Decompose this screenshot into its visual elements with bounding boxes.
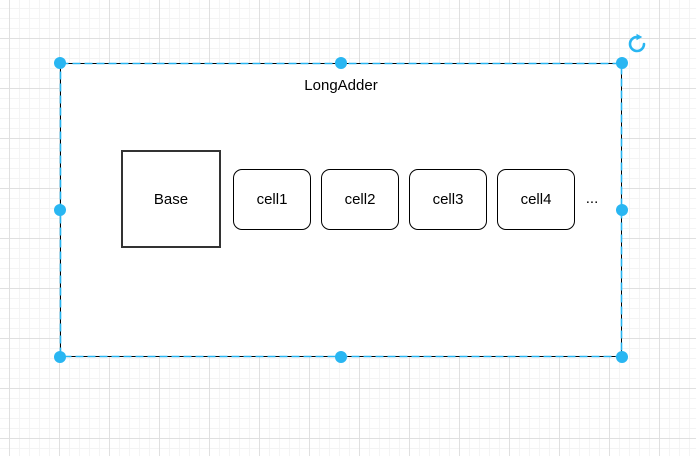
rotate-handle[interactable] xyxy=(626,33,648,55)
base-shape[interactable]: Base xyxy=(121,150,221,248)
resize-handle-ne[interactable] xyxy=(616,57,628,69)
cell2-label: cell2 xyxy=(344,191,376,208)
ellipsis-label: ... xyxy=(585,190,599,207)
resize-handle-sw[interactable] xyxy=(54,351,66,363)
base-label: Base xyxy=(153,190,189,208)
resize-handle-s[interactable] xyxy=(335,351,347,363)
cell4-label: cell4 xyxy=(520,191,552,208)
cell4-shape[interactable]: cell4 xyxy=(497,169,575,230)
cell3-shape[interactable]: cell3 xyxy=(409,169,487,230)
resize-handle-se[interactable] xyxy=(616,351,628,363)
cell2-shape[interactable]: cell2 xyxy=(321,169,399,230)
longadder-container-shape[interactable]: LongAdder Base cell1 cell2 cell3 cell4 .… xyxy=(60,63,622,357)
resize-handle-e[interactable] xyxy=(616,204,628,216)
cell1-label: cell1 xyxy=(256,191,288,208)
resize-handle-w[interactable] xyxy=(54,204,66,216)
resize-handle-n[interactable] xyxy=(335,57,347,69)
resize-handle-nw[interactable] xyxy=(54,57,66,69)
cell1-shape[interactable]: cell1 xyxy=(233,169,311,230)
cell3-label: cell3 xyxy=(432,191,464,208)
container-title: LongAdder xyxy=(304,77,378,94)
rotate-clockwise-icon xyxy=(628,33,646,53)
